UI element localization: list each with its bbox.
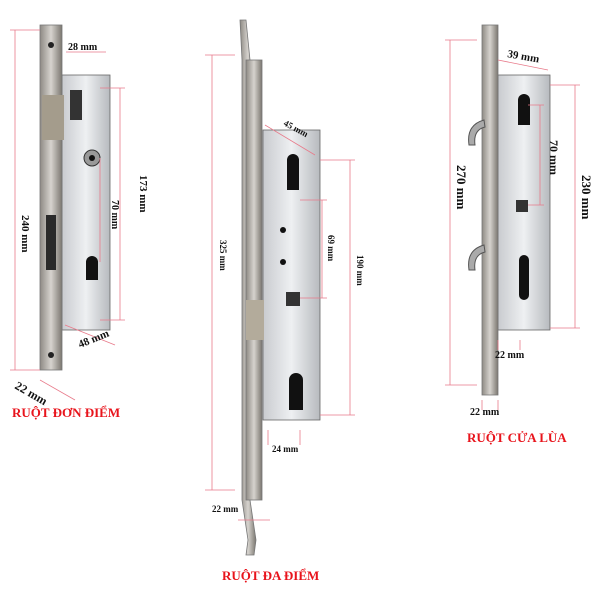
deadbolt-slot xyxy=(46,215,56,270)
caption-multi-point: RUỘT ĐA ĐIỂM xyxy=(222,568,319,583)
multi-point-lock: 325 mm 190 mm 69 mm 45 mm 24 mm 22 mm RU… xyxy=(205,19,365,583)
lock-body xyxy=(61,74,111,331)
dim-center-distance: 70 mm xyxy=(109,200,120,230)
cylinder-hole xyxy=(518,94,530,125)
dim-backset: 39 mm xyxy=(506,48,540,65)
cylinder-hole xyxy=(86,256,98,280)
dim-total-height: 325 mm xyxy=(218,240,228,271)
spindle-hole xyxy=(516,200,528,212)
dim-body-height: 173 mm xyxy=(137,175,149,213)
caption-single-point: RUỘT ĐƠN ĐIỂM xyxy=(12,405,120,420)
dim-center-distance: 70 mm xyxy=(547,140,561,175)
latch-bolt xyxy=(246,300,264,340)
dim-faceplate-width: 22 mm xyxy=(212,504,239,514)
spindle-hole xyxy=(286,292,300,306)
dim-body-height: 230 mm xyxy=(579,175,594,220)
dim-body-width: 22 mm xyxy=(495,350,525,361)
dim-faceplate-width: 22 mm xyxy=(13,378,50,408)
hook-bolt xyxy=(468,119,486,146)
dim-total-height: 240 mm xyxy=(19,215,31,253)
faceplate xyxy=(481,24,499,396)
dim-top-offset: 28 mm xyxy=(68,42,98,53)
hook-bolt xyxy=(468,244,486,271)
single-point-lock: 240 mm 173 mm 70 mm 48 mm 28 mm 22 mm RU… xyxy=(10,24,149,420)
dim-center-distance: 69 mm xyxy=(326,235,336,262)
screw-hole xyxy=(48,42,54,48)
dim-faceplate-width: 22 mm xyxy=(470,407,500,418)
dim-backset: 48 mm xyxy=(77,328,111,351)
dim-body-height: 190 mm xyxy=(355,255,365,286)
faceplate xyxy=(39,24,63,371)
caption-sliding-door: RUỘT CỬA LÙA xyxy=(467,430,567,445)
sliding-door-lock: 270 mm 230 mm 70 mm 39 mm 22 mm 22 mm RU… xyxy=(445,24,594,445)
screw-hole xyxy=(48,352,54,358)
cylinder-hole xyxy=(287,154,299,190)
dim-bottom-width: 24 mm xyxy=(272,444,299,454)
dim-total-height: 270 mm xyxy=(454,165,469,210)
latch-bolt xyxy=(42,95,64,140)
